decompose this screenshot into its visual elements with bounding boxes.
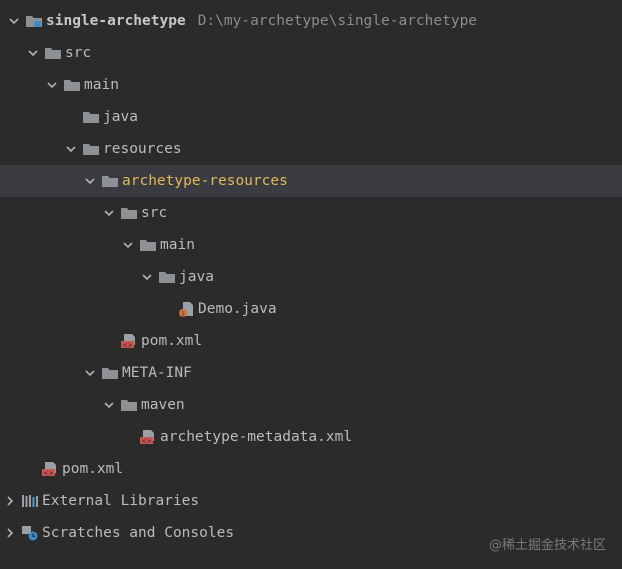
folder-icon	[120, 397, 138, 413]
folder-icon	[139, 237, 157, 253]
folder-label: src	[65, 45, 92, 61]
folder-label: main	[160, 237, 195, 253]
tree-node-maven[interactable]: maven	[0, 389, 622, 421]
folder-label: java	[179, 269, 214, 285]
folder-icon	[82, 109, 100, 125]
folder-label: main	[84, 77, 119, 93]
tree-node-ar-java[interactable]: java	[0, 261, 622, 293]
maven-xml-file-icon: <>	[41, 461, 59, 477]
svg-text:<>: <>	[141, 438, 151, 445]
folder-label: archetype-resources	[122, 173, 288, 189]
module-folder-icon	[25, 13, 43, 29]
svg-text:<>: <>	[43, 470, 53, 477]
node-label: Scratches and Consoles	[42, 525, 235, 541]
tree-node-java[interactable]: java	[0, 101, 622, 133]
tree-node-main[interactable]: main	[0, 69, 622, 101]
folder-label: java	[103, 109, 138, 125]
folder-icon	[120, 205, 138, 221]
node-label: External Libraries	[42, 493, 200, 509]
folder-label: maven	[141, 397, 185, 413]
library-icon	[21, 493, 39, 509]
chevron-down-icon[interactable]	[101, 205, 117, 221]
tree-node-ar-main[interactable]: main	[0, 229, 622, 261]
chevron-down-icon[interactable]	[25, 45, 41, 61]
tree-node-src[interactable]: src	[0, 37, 622, 69]
folder-label: src	[141, 205, 168, 221]
root-project-name: single-archetype	[46, 13, 186, 29]
chevron-down-icon[interactable]	[101, 397, 117, 413]
chevron-right-icon[interactable]	[2, 493, 18, 509]
file-label: pom.xml	[141, 333, 203, 349]
file-label: Demo.java	[198, 301, 277, 317]
folder-icon	[63, 77, 81, 93]
file-label: archetype-metadata.xml	[160, 429, 353, 445]
tree-node-meta-inf[interactable]: META-INF	[0, 357, 622, 389]
chevron-down-icon[interactable]	[6, 13, 22, 29]
scratches-clock-icon	[21, 525, 39, 541]
folder-label: META-INF	[122, 365, 192, 381]
folder-icon	[101, 173, 119, 189]
watermark: @稀土掘金技术社区	[488, 538, 606, 553]
java-file-icon: J	[177, 301, 195, 317]
folder-icon	[101, 365, 119, 381]
folder-icon	[158, 269, 176, 285]
tree-node-root[interactable]: single-archetype D:\my-archetype\single-…	[0, 5, 622, 37]
xml-file-icon: <>	[139, 429, 157, 445]
tree-node-external-libraries[interactable]: External Libraries	[0, 485, 622, 517]
chevron-down-icon[interactable]	[120, 237, 136, 253]
chevron-right-icon[interactable]	[2, 525, 18, 541]
chevron-down-icon[interactable]	[63, 141, 79, 157]
tree-node-ar-src[interactable]: src	[0, 197, 622, 229]
svg-text:J: J	[181, 311, 184, 318]
tree-node-resources[interactable]: resources	[0, 133, 622, 165]
root-project-path: D:\my-archetype\single-archetype	[197, 13, 478, 29]
tree-node-demo-java[interactable]: J Demo.java	[0, 293, 622, 325]
folder-label: resources	[103, 141, 182, 157]
chevron-down-icon[interactable]	[82, 173, 98, 189]
chevron-down-icon[interactable]	[139, 269, 155, 285]
tree-node-archetype-resources[interactable]: archetype-resources	[0, 165, 622, 197]
tree-node-root-pom[interactable]: <> pom.xml	[0, 453, 622, 485]
maven-xml-file-icon: <>	[120, 333, 138, 349]
svg-text:<>: <>	[122, 342, 132, 349]
chevron-down-icon[interactable]	[44, 77, 60, 93]
tree-node-ar-pom[interactable]: <> pom.xml	[0, 325, 622, 357]
folder-icon	[44, 45, 62, 61]
file-label: pom.xml	[62, 461, 124, 477]
project-tree: single-archetype D:\my-archetype\single-…	[0, 5, 622, 549]
chevron-down-icon[interactable]	[82, 365, 98, 381]
folder-icon	[82, 141, 100, 157]
tree-node-archetype-metadata[interactable]: <> archetype-metadata.xml	[0, 421, 622, 453]
tree-node-scratches[interactable]: Scratches and Consoles	[0, 517, 622, 549]
